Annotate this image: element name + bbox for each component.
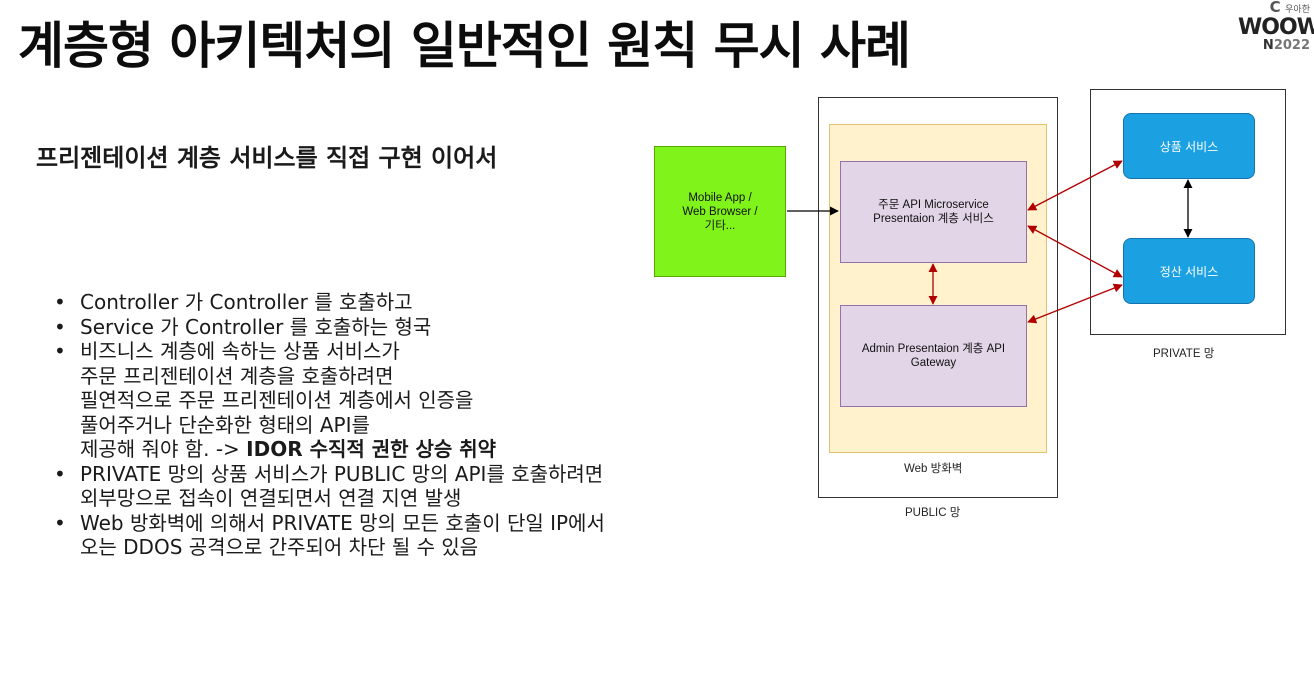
admin-gateway-label-line: Admin Presentaion 계층 API [861,343,1006,355]
logo-mark-c: C [1269,0,1281,16]
bullet-dot: • [54,461,66,486]
vulnerability-highlight: IDOR 수직적 권한 상승 취약 [246,437,497,461]
bullet-item: • Web 방화벽에 의해서 PRIVATE 망의 모든 호출이 단일 IP에서… [52,511,812,560]
bullet-dot: • [54,290,66,314]
bullet-line: 필연적으로 주문 프리젠테이션 계층에서 인증을 [80,388,474,412]
bullet-line: 주문 프리젠테이션 계층을 호출하려면 [80,363,394,388]
bullet-item: • PRIVATE 망의 상품 서비스가 PUBLIC 망의 API를 호출하려… [52,462,812,511]
product-service-label: 상품 서비스 [1159,139,1219,154]
bullet-item: • Controller 가 Controller 를 호출하고 [52,290,812,315]
product-service-node: 상품 서비스 [1123,113,1255,179]
bullet-line: PRIVATE 망의 상품 서비스가 PUBLIC 망의 API를 호출하려면 [80,461,604,486]
bullet-line: Service 가 Controller 를 호출하는 형국 [80,314,432,339]
bullet-line-last: 제공해 줘야 함. -> IDOR 수직적 권한 상승 취약 [80,437,812,462]
bullet-list: • Controller 가 Controller 를 호출하고 • Servi… [52,290,812,560]
bullet-item: • Service 가 Controller 를 호출하는 형국 [52,315,812,340]
client-label-line: Web Browser / [682,205,758,218]
bullet-item: • 비즈니스 계층에 속하는 상품 서비스가 주문 프리젠테이션 계층을 호출하… [52,339,812,462]
settlement-service-label: 정산 서비스 [1159,264,1219,279]
order-api-service-node: 주문 API Microservice Presentaion 계층 서비스 [840,161,1027,263]
slide-title: 계층형 아키텍처의 일반적인 원칙 무시 사례 [18,17,911,75]
logo-word: WOOWA [1238,15,1314,40]
bullet-line: 외부망으로 접속이 연결되면서 연결 지연 발생 [80,486,462,510]
slide-subtitle: 프리젠테이션 계층 서비스를 직접 구현 이어서 [36,144,498,172]
client-label-line: Mobile App / [688,191,752,204]
logo-mark-n: N [1262,38,1274,53]
settlement-service-node: 정산 서비스 [1123,238,1255,304]
bullet-line: 오는 DDOS 공격으로 간주되어 차단 될 수 있음 [80,535,479,559]
bullet-text: 제공해 줘야 함. -> [80,437,247,461]
client-node: Mobile App / Web Browser / 기타... [654,146,786,277]
bullet-line: Controller 가 Controller 를 호출하고 [80,290,413,314]
order-service-label-line: 주문 API Microservice [878,199,989,211]
bullet-dot: • [54,314,66,339]
logo-small-text: 우아한 [1285,5,1310,15]
bullet-line: 풀어주거나 단순화한 형태의 API를 [80,412,370,437]
admin-gateway-label-line: Gateway [910,357,957,369]
order-service-label-line: Presentaion 계층 서비스 [873,213,994,225]
bullet-line: 비즈니스 계층에 속하는 상품 서비스가 [80,339,400,363]
bullet-line: Web 방화벽에 의해서 PRIVATE 망의 모든 호출이 단일 IP에서 [80,510,605,535]
bullet-dot: • [54,510,66,535]
admin-gateway-node: Admin Presentaion 계층 API Gateway [840,305,1027,407]
firewall-label: Web 방화벽 [904,463,963,475]
bullet-dot: • [54,339,66,363]
woowacon-logo: C 우아한 WOOWA N2022 [1238,0,1314,64]
client-label-line: 기타... [704,219,736,232]
private-network-label: PRIVATE 망 [1153,348,1215,360]
logo-year: 2022 [1273,38,1310,53]
public-network-label: PUBLIC 망 [905,507,961,519]
